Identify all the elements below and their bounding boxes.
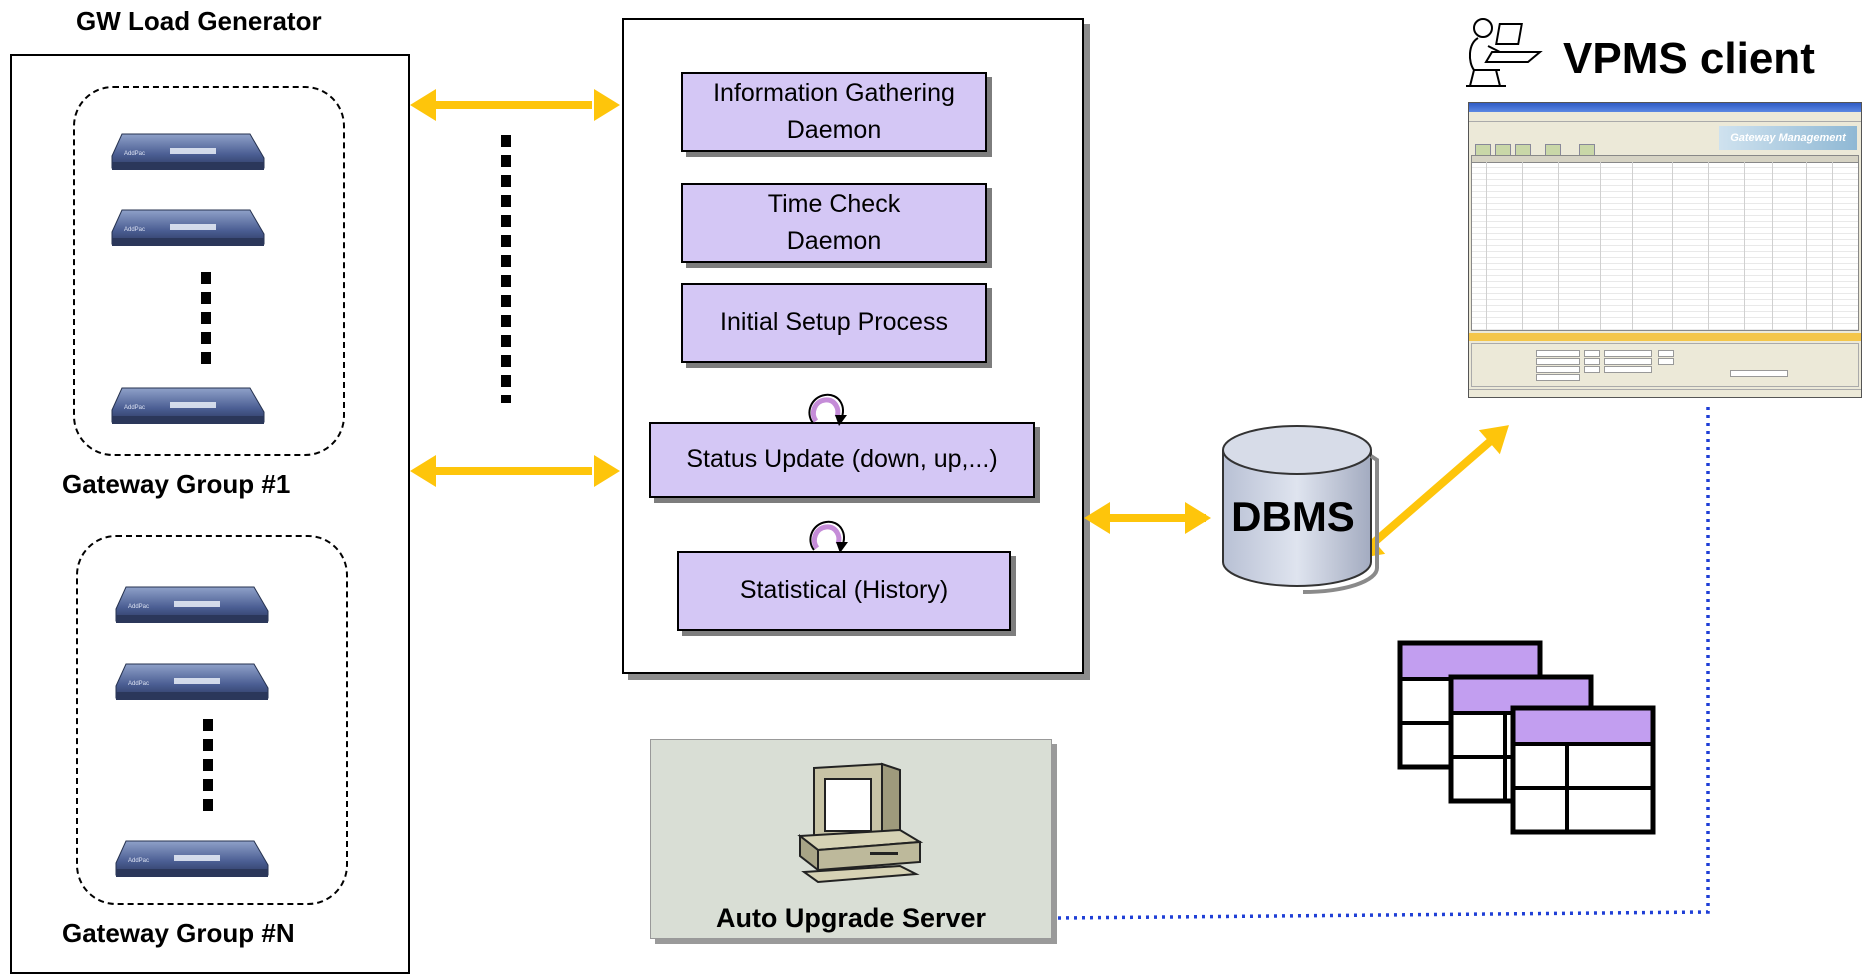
user-at-computer-icon (1466, 18, 1543, 87)
dotted-link (1057, 402, 1710, 920)
gateway-group-n-label: Gateway Group #N (62, 918, 295, 948)
window-menubar (1469, 112, 1861, 121)
time-check-daemon: Time Check Daemon (681, 183, 987, 263)
vpms-client-label: VPMS client (1563, 34, 1815, 83)
connection-ellipsis (501, 135, 511, 403)
statistical-history-process: Statistical (History) (677, 551, 1011, 631)
window-titlebar (1469, 103, 1861, 112)
gateway-group-n-box (76, 535, 348, 905)
table-sheet-icon (1513, 708, 1653, 832)
window-statusbar (1469, 389, 1861, 397)
gateway-device-icon (115, 663, 269, 701)
group-1-ellipsis (201, 272, 211, 364)
status-update-process: Status Update (down, up,...) (649, 422, 1035, 498)
search-panel-header (1469, 333, 1861, 341)
information-gathering-daemon: Information Gathering Daemon (681, 72, 987, 152)
initial-setup-process: Initial Setup Process (681, 283, 987, 363)
gateway-device-icon (111, 133, 265, 171)
double-arrow-icon (410, 89, 620, 121)
gateway-group-1-label: Gateway Group #1 (62, 469, 291, 499)
gateway-table (1471, 155, 1859, 331)
vpms-client-window: Gateway Management (1468, 102, 1862, 398)
double-arrow-icon (410, 455, 620, 487)
gw-load-generator-title: GW Load Generator (76, 6, 322, 36)
window-banner: Gateway Management (1719, 126, 1857, 150)
gateway-group-1-box (73, 86, 345, 456)
desktop-computer-icon (797, 762, 924, 884)
table-header (1472, 156, 1858, 163)
gateway-device-icon (111, 387, 265, 425)
dbms-label: DBMS (1231, 493, 1355, 540)
refresh-loop-icon (810, 522, 848, 553)
search-panel (1471, 343, 1859, 387)
refresh-loop-icon (809, 395, 847, 426)
database-cylinder-icon (1222, 425, 1379, 594)
auto-upgrade-server-label: Auto Upgrade Server (715, 903, 987, 933)
double-arrow-icon (1084, 502, 1211, 534)
gateway-device-icon (115, 586, 269, 624)
gateway-device-icon (115, 840, 269, 878)
gateway-device-icon (111, 209, 265, 247)
group-n-ellipsis (203, 719, 213, 811)
